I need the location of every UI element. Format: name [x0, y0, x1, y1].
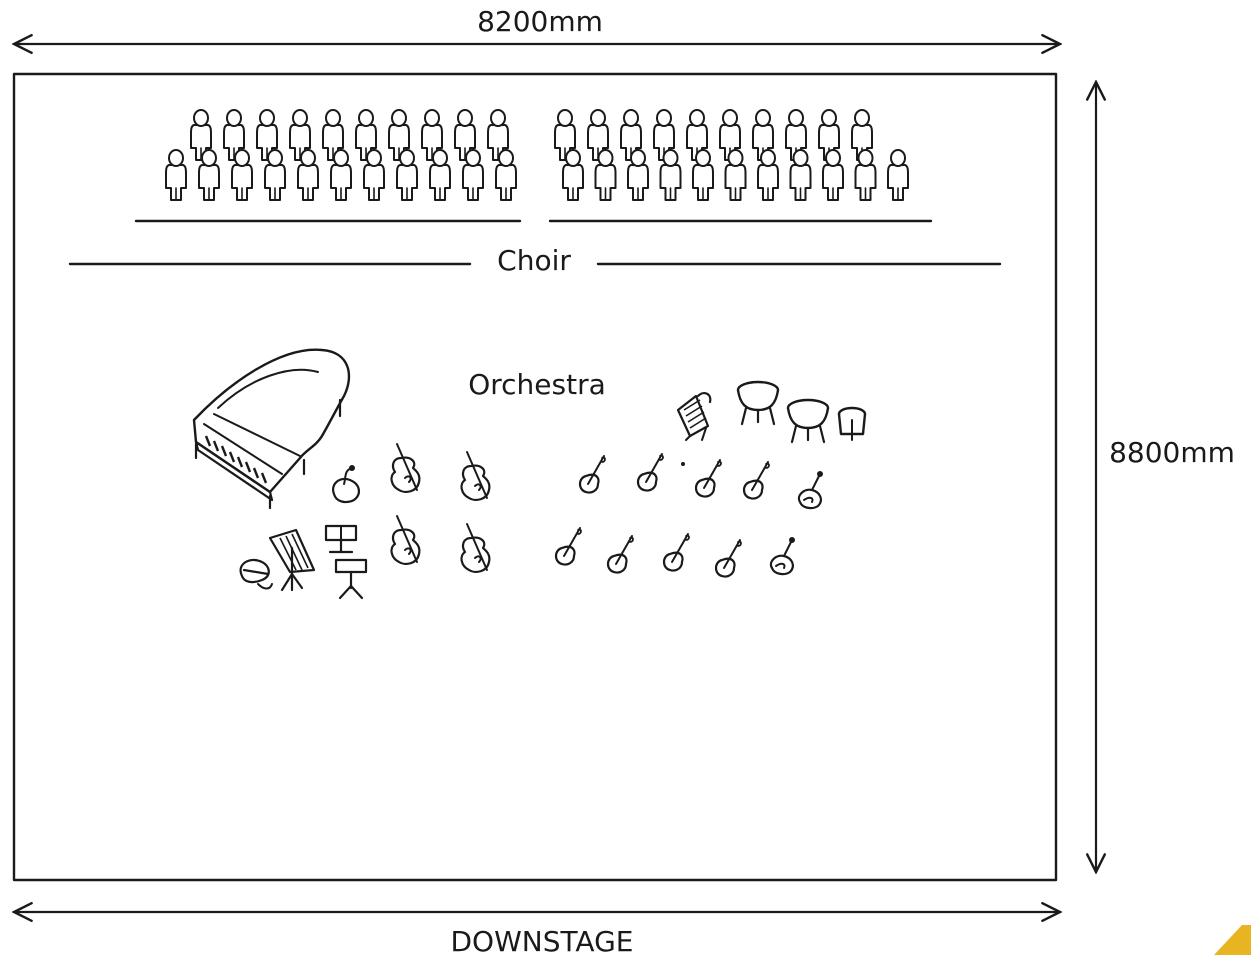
timpani-icon: [786, 398, 830, 444]
violin-icon: [714, 538, 743, 578]
choir-singer-icon: [231, 149, 253, 201]
choir-singer-icon: [462, 149, 484, 201]
choir-singer-icon: [495, 149, 517, 201]
music-stand-icon: [324, 524, 358, 554]
small-string-icon: [332, 465, 360, 504]
choir-singer-icon: [887, 149, 909, 201]
cello-icon: [390, 514, 421, 566]
depth-dimension-label: 8800mm: [1109, 436, 1235, 469]
choir-singer-icon: [165, 149, 187, 201]
choir-section-left: [165, 109, 517, 201]
choir-label: Choir: [497, 244, 571, 277]
cello-icon: [460, 450, 491, 502]
downstage-label: DOWNSTAGE: [451, 925, 634, 955]
violin-icon: [742, 460, 771, 500]
choir-singer-icon: [330, 149, 352, 201]
grand-piano-icon: [192, 348, 351, 510]
choir-singer-icon: [757, 149, 779, 201]
small-drum-icon: [837, 406, 867, 441]
choir-singer-icon: [659, 149, 682, 201]
violin-icon: [662, 532, 691, 572]
choir-singer-icon: [822, 149, 844, 201]
harp-icon: [268, 528, 316, 592]
cello-icon: [390, 442, 421, 494]
percussion-stand-icon: [676, 392, 712, 441]
choir-singer-icon: [396, 149, 418, 201]
choir-singer-icon: [594, 149, 617, 201]
choir-singer-icon: [264, 149, 286, 201]
choir-singer-icon: [724, 149, 747, 201]
choir-singer-icon: [562, 149, 584, 201]
choir-singer-icon: [363, 149, 385, 201]
stage-outline: [12, 72, 1058, 882]
choir-singer-icon: [429, 149, 451, 201]
choir-section-right: [554, 109, 909, 201]
choir-singer-icon: [627, 149, 649, 201]
violin-icon: [694, 458, 723, 498]
violin-icon: [578, 454, 607, 494]
conductor-stand-icon: [334, 558, 368, 600]
choir-singer-icon: [297, 149, 319, 201]
cello-icon: [460, 522, 491, 574]
percussion-hat-icon: [239, 558, 273, 590]
violin-icon: [606, 534, 635, 574]
timpani-icon: [736, 380, 780, 426]
viola-icon: [797, 469, 825, 510]
stage-dot: [681, 462, 685, 466]
choir-singer-icon: [854, 149, 877, 201]
orchestra-label: Orchestra: [468, 368, 606, 401]
violin-icon: [636, 452, 665, 492]
choir-singer-icon: [692, 149, 714, 201]
width-dimension-label: 8200mm: [477, 5, 603, 38]
choir-singer-icon: [198, 149, 220, 201]
logo-corner: [1214, 925, 1251, 955]
viola-icon: [769, 535, 797, 576]
choir-singer-icon: [789, 149, 812, 201]
violin-icon: [554, 526, 583, 566]
